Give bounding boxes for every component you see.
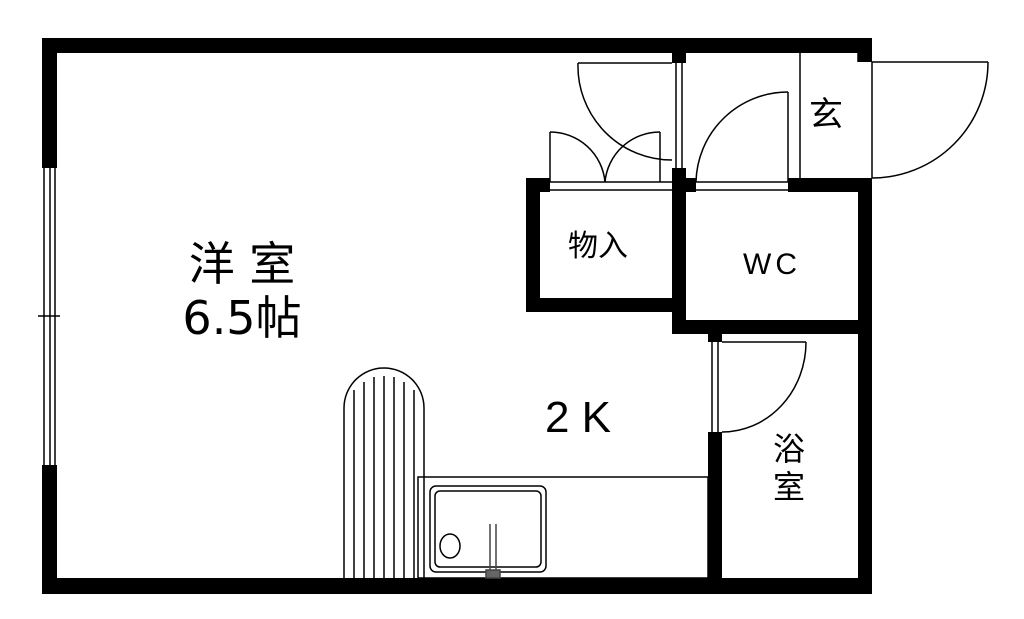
walls <box>42 38 872 594</box>
bath-label-line1: 浴 <box>773 430 805 468</box>
bath-label-line2: 室 <box>773 468 805 506</box>
wall-top <box>42 38 872 53</box>
wall-bath-left <box>708 432 722 594</box>
wall-left-upper <box>42 38 57 168</box>
wall-bottom <box>42 578 872 594</box>
sink-inner <box>434 490 542 568</box>
wall-wc-top-left <box>672 178 696 192</box>
wall-right-upper <box>858 38 872 62</box>
counter-outline <box>417 476 709 579</box>
door-storage <box>549 131 661 183</box>
wall-center-upper <box>672 38 686 63</box>
wc-label: WC <box>743 248 801 281</box>
wall-storage-left <box>526 178 540 312</box>
door-hall <box>577 62 673 161</box>
window-left <box>38 168 60 465</box>
wall-bath-left-top <box>708 320 722 342</box>
door-entrance <box>871 61 989 179</box>
wall-center-mid <box>672 168 686 332</box>
kitchen-label: 2 K <box>545 393 611 442</box>
sink-outer <box>429 485 547 573</box>
door-frames <box>550 53 859 432</box>
entrance-label: 玄 <box>809 95 843 135</box>
wall-left-lower <box>42 465 57 594</box>
western-room-size: 6.5帖 <box>182 291 301 345</box>
wall-storage-bottom <box>526 298 686 312</box>
western-room-name: 洋 室 <box>189 237 296 291</box>
storage-label: 物入 <box>568 229 628 264</box>
faucet-base-icon <box>485 569 501 579</box>
door-bath <box>721 341 807 433</box>
wall-storage-top-left <box>526 178 550 192</box>
wall-wc-bottom <box>672 320 872 334</box>
wall-wc-top-right <box>788 178 872 192</box>
drain-icon <box>439 533 461 559</box>
stairs <box>343 367 425 578</box>
door-wc <box>695 91 789 183</box>
doors <box>549 61 989 433</box>
kitchen-counter <box>417 476 709 579</box>
wall-right-lower <box>858 178 872 594</box>
